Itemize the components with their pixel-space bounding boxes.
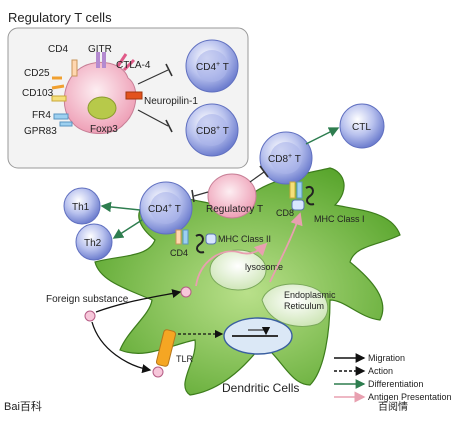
- foxp3-nucleus-icon: [87, 96, 117, 120]
- antigen-path-mhc2: [195, 242, 268, 287]
- cd8-label: CD8: [276, 208, 294, 218]
- marker-gpr83: GPR83: [24, 126, 57, 137]
- svg-text:Th1: Th1: [72, 202, 90, 213]
- ctla4-receptor-icon: [116, 53, 136, 72]
- cd25-receptor-icon: [51, 76, 65, 90]
- marker-gitr: GITR: [88, 44, 112, 55]
- inset-title: Regulatory T cells: [8, 10, 112, 25]
- svg-text:CTL: CTL: [352, 122, 371, 133]
- legend-antigen: Antigen Presentation: [368, 392, 452, 402]
- lysosome-organelle: [209, 249, 267, 291]
- arrow-cd4-to-th1: [100, 201, 141, 213]
- er-organelle: [261, 283, 329, 327]
- inset-cd8-t-cell: CD8+ T: [185, 103, 239, 157]
- svg-text:CD8+ T: CD8+ T: [268, 153, 301, 165]
- marker-fr4: FR4: [32, 110, 51, 121]
- arrow-foreign-migration: [95, 289, 182, 313]
- marker-cd103: CD103: [22, 88, 54, 99]
- foxp3-label: Foxp3: [90, 124, 118, 135]
- arrow-cd8-to-ctl: [305, 127, 340, 145]
- er-label-2: Reticulum: [284, 301, 324, 311]
- marker-cd25: CD25: [24, 68, 50, 79]
- cd8-t-cell: CD8+ T: [259, 131, 313, 185]
- dendritic-cells-label: Dendritic Cells: [222, 381, 299, 395]
- tlr-particle-icon: [152, 366, 164, 378]
- mhc1-label: MHC Class I: [314, 214, 365, 224]
- watermark-right: 百阅情: [378, 400, 408, 413]
- tlr-receptor-icon: [155, 329, 177, 367]
- svg-text:CD8+ T: CD8+ T: [196, 125, 229, 137]
- arrow-foreign-to-tlr: [91, 321, 152, 374]
- legend-action: Action: [368, 366, 393, 376]
- cd4-t-cell: CD4+ T: [139, 181, 193, 235]
- th1-cell: Th1: [63, 187, 101, 225]
- lysosome-label: lysosome: [245, 262, 283, 272]
- svg-text:CD4+ T: CD4+ T: [148, 203, 181, 215]
- inhibit-line-cd4: [137, 69, 169, 85]
- neuropilin-receptor-icon: [125, 91, 143, 100]
- fr4-receptor-icon: [53, 113, 69, 120]
- watermark-left: Bai百科: [4, 399, 42, 413]
- internalized-particle-icon: [180, 286, 192, 298]
- legend-differentiation: Differentiation: [368, 379, 423, 389]
- inhibit-line-cd8: [137, 109, 169, 127]
- tlr-label: TLR: [176, 354, 194, 364]
- svg-text:Regulatory T: Regulatory T: [206, 204, 263, 215]
- regulatory-t-cell: Regulatory T: [206, 173, 263, 219]
- marker-cd4: CD4: [48, 44, 68, 55]
- mhc2-label: MHC Class II: [218, 234, 271, 244]
- svg-text:CD4+ T: CD4+ T: [196, 61, 229, 73]
- legend-migration: Migration: [368, 353, 405, 363]
- inset-cd4-t-cell: CD4+ T: [185, 39, 239, 93]
- legend: Migration Action Differentiation Antigen…: [334, 353, 452, 403]
- arrow-cd4-to-th2: [112, 219, 143, 239]
- neuropilin-label: Neuropilin-1: [144, 96, 198, 107]
- marker-ctla4: CTLA-4: [116, 60, 151, 71]
- cd8-mhc1-complex: [289, 181, 315, 211]
- foreign-substance-label: Foreign substance: [46, 294, 129, 305]
- cd4-receptor-icon: [71, 59, 78, 77]
- cd4-label: CD4: [170, 248, 188, 258]
- antigen-path-mhc1: [269, 212, 303, 283]
- th2-cell: Th2: [75, 223, 113, 261]
- inset-treg-cell: [51, 52, 143, 135]
- gitr-receptor-icon: [96, 52, 100, 68]
- gpr83-receptor-icon: [59, 121, 73, 127]
- foreign-particle-icon: [84, 310, 96, 322]
- cd103-receptor-icon: [51, 95, 67, 102]
- er-label-1: Endoplasmic: [284, 290, 336, 300]
- cd4-mhc2-complex: [175, 229, 217, 254]
- svg-text:Th2: Th2: [84, 238, 102, 249]
- ctl-cell: CTL: [339, 103, 385, 149]
